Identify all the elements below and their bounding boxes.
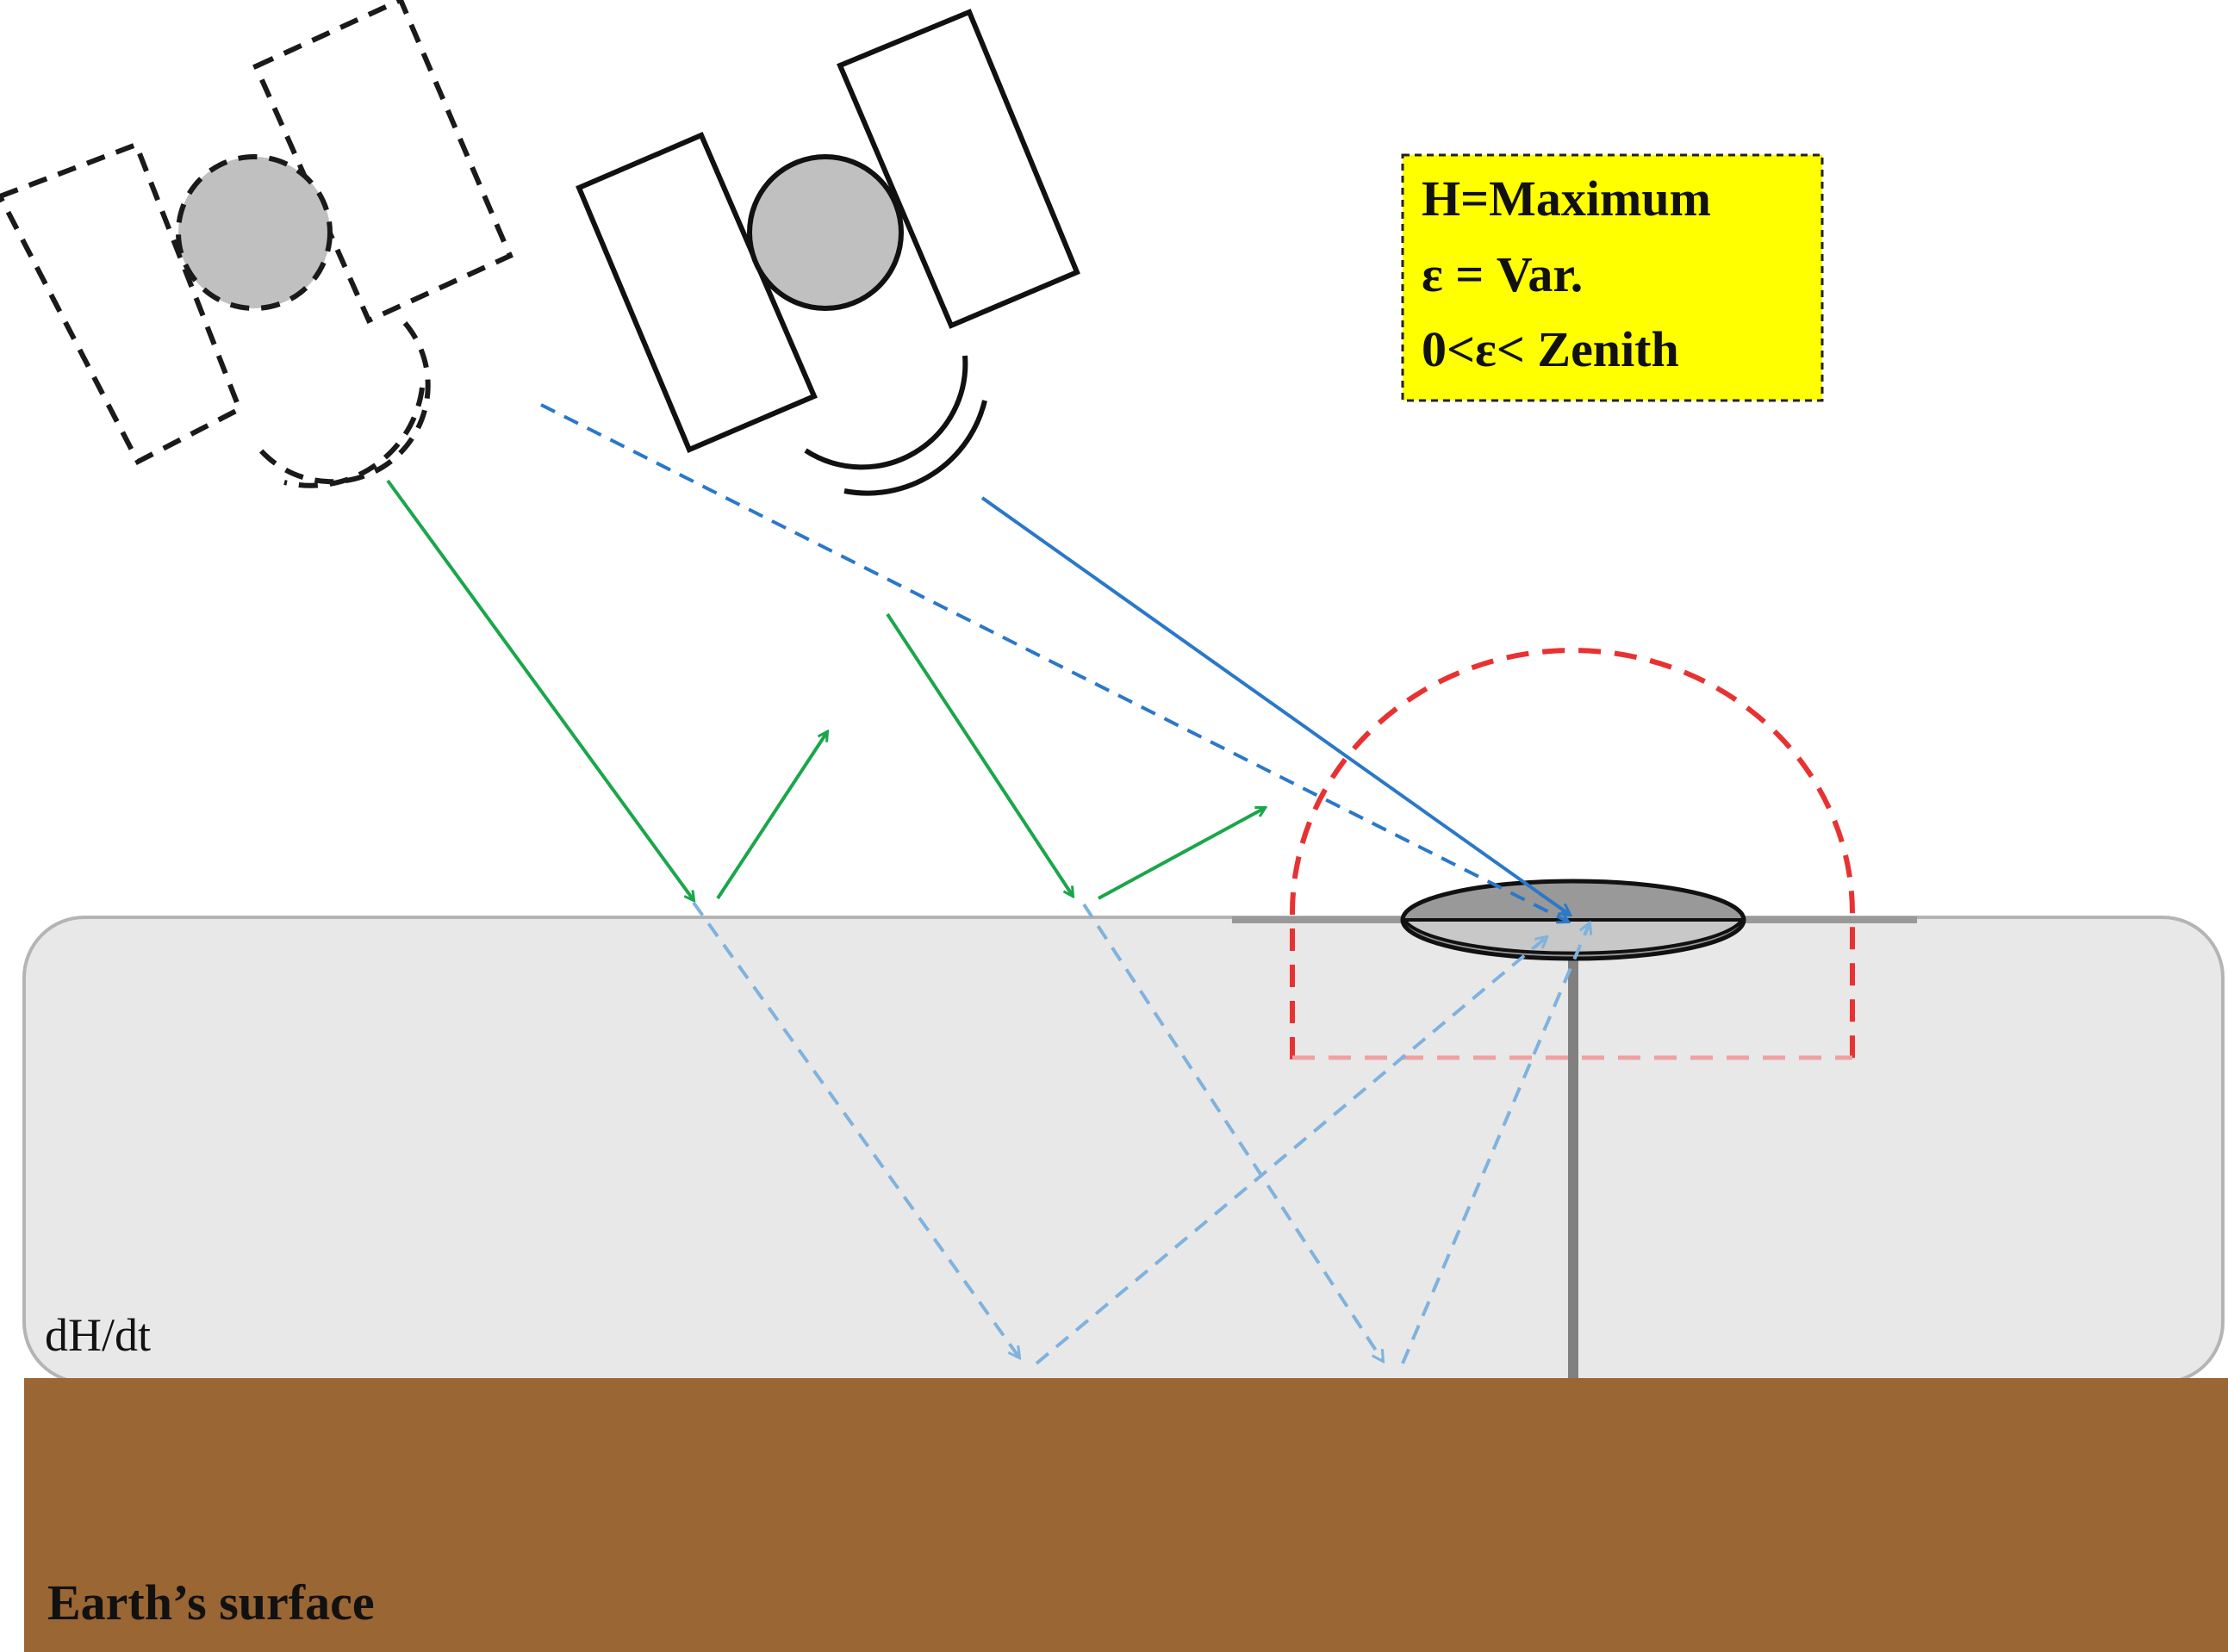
refracted-path-1-up: [1035, 937, 1547, 1365]
refracted-path-1-down: [692, 901, 1019, 1357]
atmosphere-label: dH/dt: [45, 1309, 151, 1361]
reflected-ray-1: [716, 732, 827, 900]
earth-surface: [24, 1378, 2228, 1652]
antenna-gain-hemisphere: [1290, 648, 1855, 1059]
reflected-ray-2: [1098, 808, 1265, 900]
refracted-path-2-down: [1082, 903, 1383, 1361]
satellite-dashed-icon: [0, 0, 513, 488]
direct-signal-past: [540, 403, 1568, 922]
satellite-icon: [576, 9, 1080, 496]
legend-box: H=Maximum ε = Var. 0<ε< Zenith: [1401, 153, 1824, 402]
incident-ray-2: [886, 612, 1073, 896]
legend-line-height: H=Maximum: [1422, 171, 1711, 227]
refracted-path-2-up: [1401, 923, 1590, 1364]
earth-surface-label: Earth’s surface: [47, 1574, 375, 1630]
atmosphere-layer: [22, 916, 2225, 1384]
legend-line-range: 0<ε< Zenith: [1422, 321, 1679, 377]
direct-signal-current: [980, 496, 1570, 915]
incident-ray-1: [386, 479, 694, 900]
legend-line-elevation: ε = Var.: [1422, 246, 1583, 302]
gnss-antenna-icon: [1400, 879, 1746, 961]
